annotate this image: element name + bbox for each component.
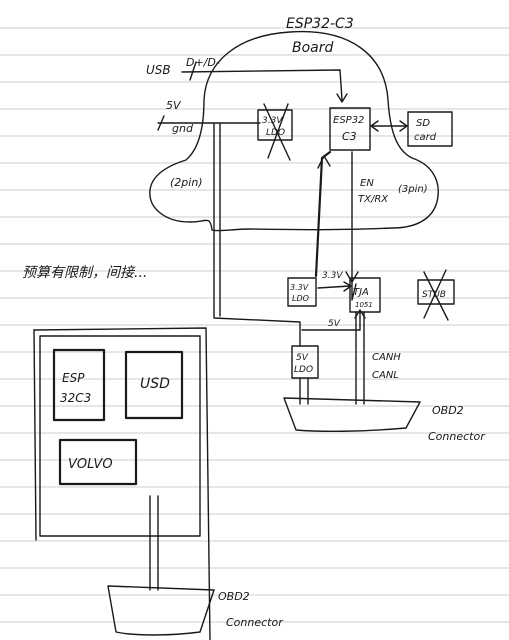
esp32-c3-box <box>329 107 371 151</box>
sd-label-a: SD <box>416 118 430 129</box>
board-title: ESP32-C3 <box>286 16 354 32</box>
usd-module-label: USD <box>140 376 170 392</box>
obd2-connector-right <box>283 397 421 432</box>
esp32-label-b: C3 <box>342 130 357 143</box>
obd2-bottom-label-a: OBD2 <box>218 590 250 603</box>
wire-en-arrow <box>345 271 359 283</box>
obd2-right-label-b: Connector <box>428 430 486 443</box>
en-label: EN <box>360 178 374 189</box>
esp-sd-link <box>370 120 408 132</box>
tja-label-a: TJA <box>353 287 369 298</box>
stub-cross <box>423 269 449 321</box>
esp32-label-a: ESP32 <box>333 115 364 126</box>
tja1051-box <box>349 277 381 313</box>
volvo-plate-box <box>58 438 138 486</box>
board-outline <box>149 30 439 232</box>
esp-module-label-a: ESP <box>62 371 85 385</box>
enclosure-inner <box>39 335 201 537</box>
v33-rail-label: 3.3V <box>322 271 343 281</box>
ldo-5v-b: LDO <box>294 365 313 375</box>
sd-card-box <box>407 111 453 147</box>
obd2-bottom-label-b: Connector <box>226 616 284 629</box>
wire-5v-left <box>213 123 301 347</box>
enclosure-left-edge <box>33 329 37 541</box>
ruled-lines <box>0 27 509 623</box>
enclosure-outline <box>33 327 211 640</box>
volvo-label: VOLVO <box>68 457 113 472</box>
budget-note: 预算有限制，间接... <box>22 265 147 281</box>
sd-label-b: card <box>414 132 437 143</box>
five-v-label: 5V <box>166 99 182 112</box>
ldo-33-small-box <box>287 277 317 307</box>
usb-label: USB <box>146 63 171 77</box>
gnd-label: gnd <box>172 122 194 135</box>
obd2-right-label-a: OBD2 <box>432 404 464 417</box>
usb-line-slash <box>189 61 197 81</box>
usb-arrow <box>336 93 348 103</box>
txrx-label: TX/RX <box>358 194 389 205</box>
ldo-33-small-a: 3.3V <box>290 283 309 292</box>
esp32c3-module-box <box>52 348 106 422</box>
tja-label-b: 1051 <box>355 301 373 309</box>
obd2-connector-bottom <box>107 585 215 636</box>
ldo-5v-box <box>291 345 319 379</box>
esp-module-label-b: 32C3 <box>60 391 91 405</box>
usb-line <box>181 69 343 101</box>
wire-33v-arrow <box>317 155 331 169</box>
board-subtitle: Board <box>292 40 334 56</box>
stub-box-crossed <box>417 279 455 305</box>
canh-label: CANH <box>372 352 401 363</box>
two-pin-label: (2pin) <box>170 176 203 189</box>
v33-rail-arrow <box>317 281 352 292</box>
ldo-5v-a: 5V <box>296 353 309 363</box>
three-pin-label: (3pin) <box>398 184 428 195</box>
wire-en-txrx <box>351 151 357 301</box>
ldo-33-cross <box>263 103 291 161</box>
wire-33v-up <box>314 150 332 278</box>
v5-rail-label: 5V <box>328 319 341 329</box>
ldo-33-label-b: LDO <box>266 128 285 138</box>
usd-module-box <box>124 350 184 420</box>
canl-label: CANL <box>372 370 399 381</box>
usb-dpdm-label: D+/D- <box>186 56 220 69</box>
ldo-33-small-b: LDO <box>292 294 309 303</box>
